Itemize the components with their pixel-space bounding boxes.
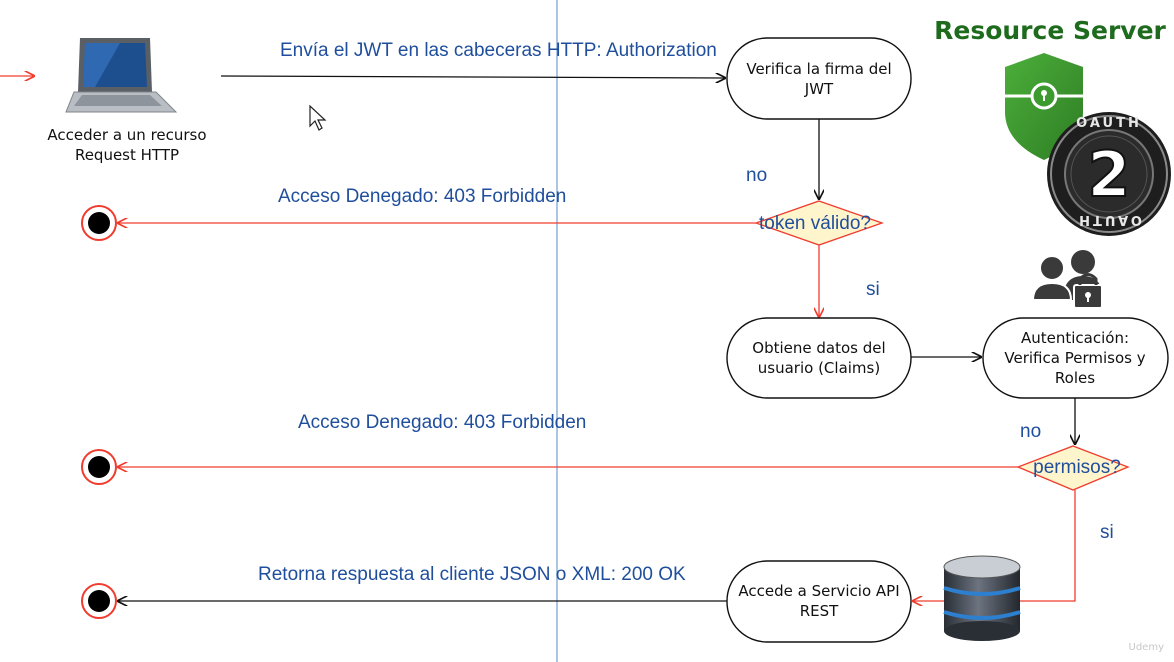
watermark: Udemy bbox=[1129, 642, 1165, 653]
client-label-line2: Request HTTP bbox=[75, 146, 179, 164]
send-jwt-label: Envía el JWT en las cabeceras HTTP: Auth… bbox=[280, 40, 717, 61]
token-valid-label: token válido? bbox=[759, 213, 871, 234]
client-label-line1: Acceder a un recurso bbox=[47, 126, 206, 144]
authentication-line3: Roles bbox=[1055, 369, 1095, 387]
send-jwt-arrow bbox=[220, 76, 725, 78]
authentication-line2: Verifica Permisos y bbox=[1004, 349, 1145, 367]
access-api-line2: REST bbox=[800, 602, 839, 620]
oauth-ring-text-bottom: OAUTH bbox=[1076, 212, 1142, 227]
end-state-icon bbox=[81, 449, 117, 485]
verify-signature-node bbox=[726, 37, 912, 120]
permissions-no-label: no bbox=[1020, 421, 1041, 442]
permissions-yes-label: si bbox=[1100, 522, 1114, 543]
laptop-icon bbox=[65, 38, 178, 113]
oauth-number: 2 bbox=[1087, 138, 1130, 211]
denied-token-label: Acceso Denegado: 403 Forbidden bbox=[278, 186, 566, 207]
get-claims-line2: usuario (Claims) bbox=[758, 359, 880, 377]
denied-permissions-label: Acceso Denegado: 403 Forbidden bbox=[298, 412, 586, 433]
authentication-line1: Autenticación: bbox=[1021, 329, 1129, 347]
get-claims-node bbox=[726, 317, 912, 399]
resource-server-title: Resource Server bbox=[934, 16, 1166, 45]
oauth-ring-text-top: OAUTH bbox=[1076, 116, 1142, 131]
end-state-icon bbox=[81, 583, 117, 619]
get-claims-line1: Obtiene datos del bbox=[752, 339, 885, 357]
users-lock-icon bbox=[1031, 250, 1103, 309]
permissions-label: permisos? bbox=[1033, 457, 1121, 478]
database-icon bbox=[943, 555, 1021, 641]
verify-signature-line2: JWT bbox=[804, 80, 834, 98]
access-api-line1: Accede a Servicio API bbox=[738, 582, 899, 600]
response-label: Retorna respuesta al cliente JSON o XML:… bbox=[258, 564, 686, 585]
token-yes-label: si bbox=[866, 279, 880, 300]
oauth2-icon: OAUTH OAUTH 2 bbox=[1047, 112, 1171, 236]
cursor-icon bbox=[309, 104, 327, 131]
end-state-icon bbox=[81, 205, 117, 241]
permissions-decision bbox=[1016, 445, 1130, 491]
verify-signature-line1: Verifica la firma del bbox=[746, 60, 891, 78]
token-no-label: no bbox=[746, 165, 767, 186]
